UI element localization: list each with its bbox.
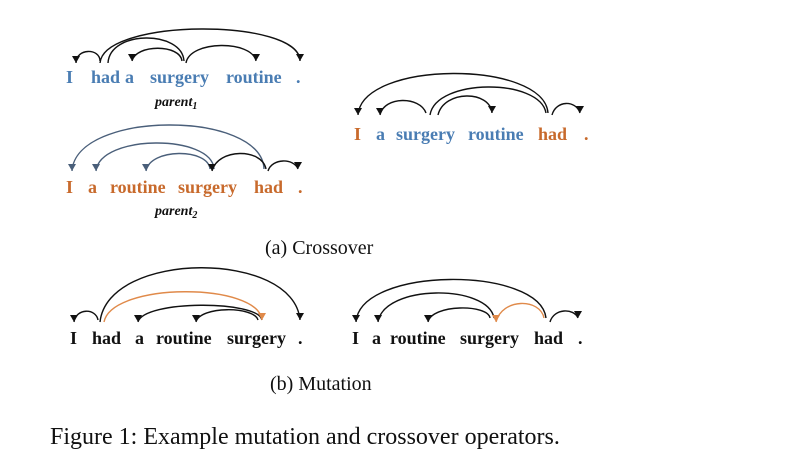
arc-p1-surgery-routine (185, 44, 257, 64)
arc-p2-had-period (267, 160, 299, 172)
c-word-0: I (354, 124, 361, 144)
parent1-label: parent1 (154, 95, 197, 112)
arc-mb-surgery-a (137, 304, 263, 323)
p2-word-0: I (66, 177, 73, 197)
p1-word-1: had (91, 67, 120, 87)
arc-c-had-I (357, 72, 549, 116)
mb-word-2: a (135, 328, 144, 348)
p1-word-5: . (296, 67, 301, 87)
p1-word-3: surgery (150, 67, 209, 87)
arc-c-surgery-routine (437, 95, 493, 116)
mutation-after-sentence: I a routine surgery had . (352, 328, 583, 348)
arc-c-had-surgery (429, 86, 547, 116)
arc-p1-had-surgery (107, 37, 185, 64)
p2-word-5: . (298, 177, 303, 197)
c-word-1: a (376, 124, 385, 144)
parent1-dependency-arcs (72, 28, 304, 64)
ma-word-2: routine (390, 328, 446, 348)
arc-mb-had-period (99, 267, 301, 323)
arc-p2-surgery-routine (145, 152, 211, 172)
arc-mb-surgery-routine (195, 309, 259, 323)
arc-p2-had-I (71, 124, 265, 172)
p2-word-4: had (254, 177, 283, 197)
parent2-dependency-arcs (68, 124, 302, 172)
arc-p1-had-period (99, 28, 301, 64)
p2-word-2: routine (110, 177, 166, 197)
p2-word-3: surgery (178, 177, 237, 197)
arc-ma-surgery-a (377, 292, 495, 323)
child-dependency-arcs (354, 72, 584, 116)
arc-c-had-period (551, 102, 581, 116)
c-word-3: routine (468, 124, 524, 144)
mutation-after-arcs (352, 278, 582, 323)
ma-word-0: I (352, 328, 359, 348)
arc-p2-had-surgery (211, 152, 267, 172)
mutation-before-sentence: I had a routine surgery . (70, 328, 303, 348)
mb-word-5: . (298, 328, 303, 348)
ma-word-4: had (534, 328, 563, 348)
arc-p2-surgery-a (95, 142, 215, 172)
arc-ma-had-I (355, 278, 547, 323)
ma-word-5: . (578, 328, 583, 348)
arc-c-surgery-a (379, 99, 427, 116)
arc-p1-had-I (75, 50, 101, 64)
arc-ma-had-surgery-highlight (495, 302, 545, 323)
arc-ma-had-period (549, 310, 579, 323)
p1-word-4: routine (226, 67, 282, 87)
p2-word-1: a (88, 177, 97, 197)
parent1-sentence: I had a surgery routine . (66, 67, 301, 87)
arc-mb-had-I (73, 310, 99, 323)
p1-word-2: a (125, 67, 134, 87)
c-word-5: . (584, 124, 589, 144)
p1-word-0: I (66, 67, 73, 87)
ma-word-1: a (372, 328, 381, 348)
parent2-label: parent2 (154, 204, 197, 221)
crossover-caption: (a) Crossover (265, 237, 374, 259)
c-word-4: had (538, 124, 567, 144)
parent2-sentence: I a routine surgery had . (66, 177, 303, 197)
arc-mb-had-surgery-highlight (103, 291, 263, 323)
mutation-caption: (b) Mutation (270, 373, 372, 395)
arc-p1-surgery-a (131, 47, 183, 62)
mutation-before-arcs (70, 267, 304, 323)
child-sentence: I a surgery routine had . (354, 124, 589, 144)
mb-word-1: had (92, 328, 121, 348)
ma-word-3: surgery (460, 328, 519, 348)
figure-caption: Figure 1: Example mutation and crossover… (50, 424, 560, 450)
mb-word-4: surgery (227, 328, 286, 348)
arc-ma-surgery-routine (427, 307, 491, 323)
c-word-2: surgery (396, 124, 455, 144)
mb-word-0: I (70, 328, 77, 348)
mb-word-3: routine (156, 328, 212, 348)
